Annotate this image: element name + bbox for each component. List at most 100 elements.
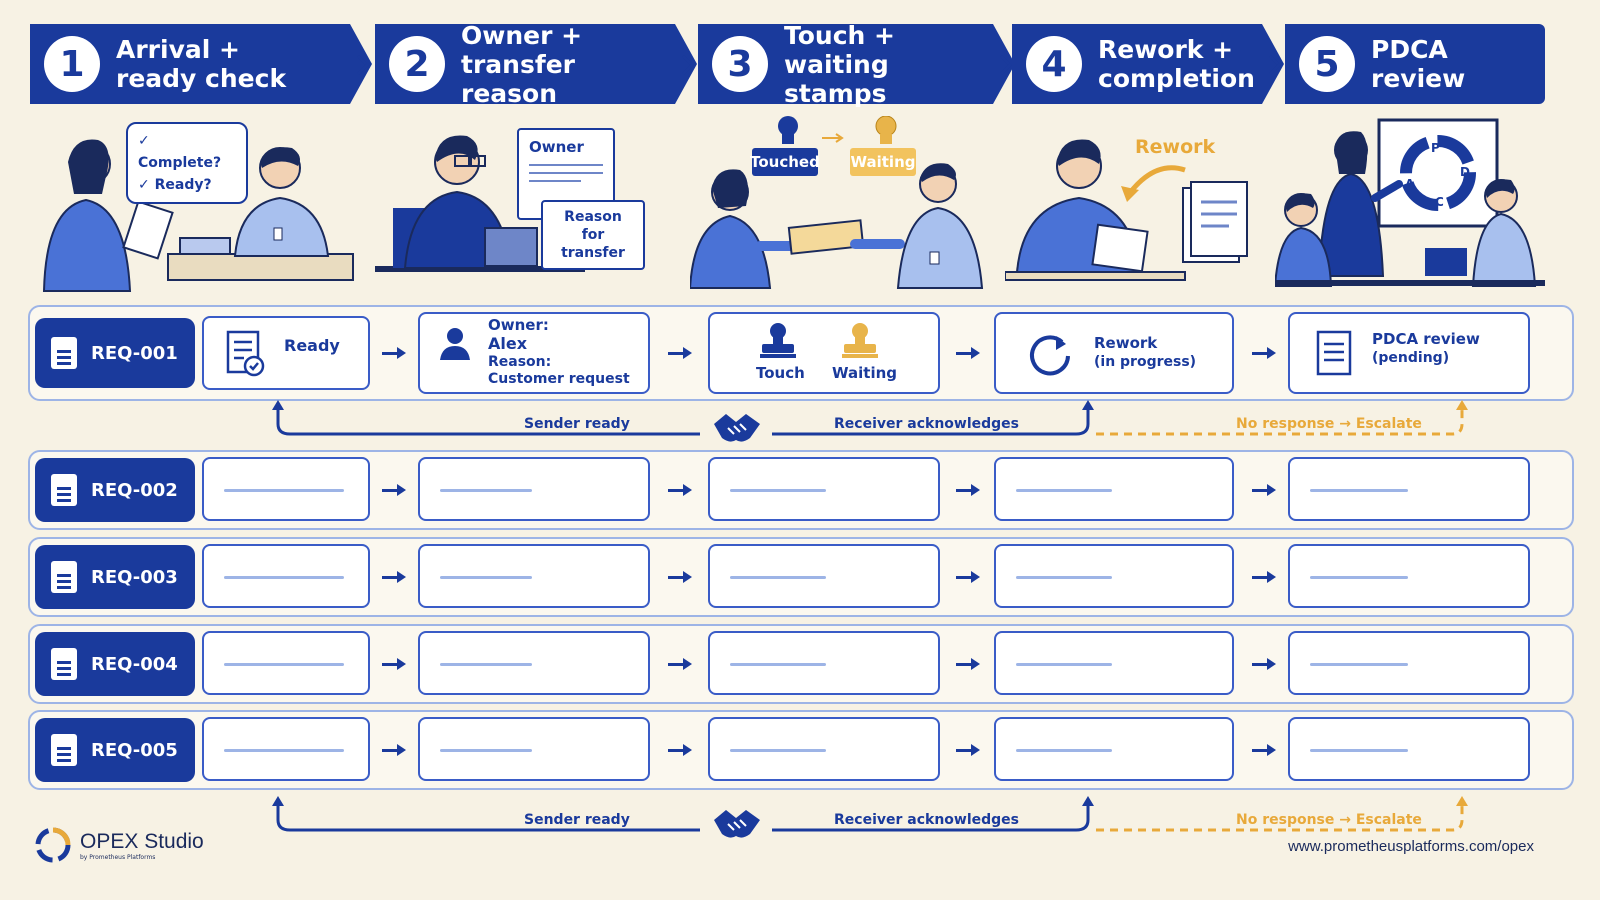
- placeholder-line: [440, 749, 532, 752]
- handshake-icon: [714, 414, 760, 442]
- placeholder-line: [730, 576, 826, 579]
- waiting-label: Waiting: [832, 364, 898, 382]
- illustration-rework: Rework: [1004, 116, 1265, 296]
- cell-rework[interactable]: Rework (in progress): [994, 312, 1234, 394]
- illustration-arrival: ✓ Complete? ✓ Ready?: [30, 116, 360, 296]
- req-badge-004[interactable]: REQ-004: [35, 632, 195, 696]
- rework-status-line1: Rework: [1094, 334, 1158, 352]
- document-icon: [51, 337, 77, 369]
- ready-check-bubble: ✓ Complete? ✓ Ready?: [126, 122, 248, 204]
- pdca-status-line1: PDCA review: [1372, 330, 1480, 348]
- footer-url[interactable]: www.prometheusplatforms.com/opex: [1288, 838, 1534, 855]
- escalate-label: No response → Escalate: [1236, 416, 1422, 432]
- flow-arrow: [668, 742, 692, 758]
- brand-name: OPEX Studio: [80, 829, 204, 853]
- empty-cell[interactable]: [202, 544, 370, 608]
- step-title: Arrival + ready check: [116, 35, 287, 93]
- empty-cell[interactable]: [708, 457, 940, 521]
- empty-cell[interactable]: [418, 544, 650, 608]
- cell-pdca[interactable]: PDCA review (pending): [1288, 312, 1530, 394]
- placeholder-line: [1310, 576, 1408, 579]
- placeholder-line: [1310, 749, 1408, 752]
- document-icon: [51, 561, 77, 593]
- pdca-status-line2: (pending): [1372, 350, 1450, 366]
- step-2-header: 2 Owner + transfer reason: [375, 21, 697, 108]
- placeholder-line: [440, 576, 532, 579]
- empty-cell[interactable]: [994, 544, 1234, 608]
- touch-label: Touch: [756, 364, 805, 382]
- cell-stamps[interactable]: Touch Waiting: [708, 312, 940, 394]
- cell-owner[interactable]: Owner: Alex Reason: Customer request: [418, 312, 650, 394]
- pdca-d: D: [1460, 165, 1470, 179]
- empty-cell[interactable]: [418, 457, 650, 521]
- placeholder-line: [440, 663, 532, 666]
- empty-cell[interactable]: [418, 717, 650, 781]
- empty-cell[interactable]: [1288, 631, 1530, 695]
- placeholder-line: [224, 663, 344, 666]
- placeholder-line: [440, 489, 532, 492]
- step-title: Owner + transfer reason: [461, 20, 583, 108]
- req-badge-001[interactable]: REQ-001: [35, 318, 195, 388]
- flow-arrow: [382, 742, 406, 758]
- flow-arrow: [1252, 345, 1276, 361]
- owner-name: Alex: [488, 334, 528, 353]
- illustration-pdca: P D C A: [1273, 116, 1545, 296]
- empty-cell[interactable]: [418, 631, 650, 695]
- flow-arrow: [668, 656, 692, 672]
- flow-arrow: [956, 345, 980, 361]
- empty-cell[interactable]: [1288, 544, 1530, 608]
- logo-ring-icon: [35, 827, 71, 863]
- empty-cell[interactable]: [708, 631, 940, 695]
- step-title: PDCA review: [1371, 35, 1466, 93]
- placeholder-line: [1016, 489, 1112, 492]
- flow-arrow: [956, 656, 980, 672]
- placeholder-line: [1016, 663, 1112, 666]
- step-number: 3: [712, 36, 768, 92]
- empty-cell[interactable]: [994, 457, 1234, 521]
- placeholder-line: [1310, 489, 1408, 492]
- cell-ready[interactable]: Ready: [202, 316, 370, 390]
- step-title: Rework + completion: [1098, 35, 1255, 93]
- empty-cell[interactable]: [708, 544, 940, 608]
- stamp-touched: Touched: [750, 148, 820, 176]
- rework-status-line2: (in progress): [1094, 354, 1197, 370]
- flow-arrow: [1252, 742, 1276, 758]
- step-title: Touch + waiting stamps: [784, 20, 895, 108]
- stamp-waiting: Waiting: [850, 148, 916, 176]
- step-1-header: 1 Arrival + ready check: [30, 24, 372, 104]
- empty-cell[interactable]: [994, 717, 1234, 781]
- placeholder-line: [1310, 663, 1408, 666]
- flow-arrow: [668, 482, 692, 498]
- empty-cell[interactable]: [202, 717, 370, 781]
- placeholder-line: [1016, 576, 1112, 579]
- user-icon: [440, 328, 470, 360]
- owner-label: Owner:: [488, 316, 549, 334]
- empty-cell[interactable]: [708, 717, 940, 781]
- illustration-owner: Owner Reason for transfer: [375, 116, 675, 296]
- checklist-icon: [226, 330, 265, 377]
- req-badge-005[interactable]: REQ-005: [35, 718, 195, 782]
- empty-cell[interactable]: [202, 457, 370, 521]
- flow-arrow: [956, 742, 980, 758]
- empty-cell[interactable]: [1288, 457, 1530, 521]
- empty-cell[interactable]: [202, 631, 370, 695]
- receiver-ack-label: Receiver acknowledges: [834, 416, 1020, 432]
- empty-cell[interactable]: [994, 631, 1234, 695]
- step-number: 5: [1299, 36, 1355, 92]
- step-5-header: 5 PDCA review: [1285, 24, 1545, 104]
- opex-studio-logo[interactable]: OPEX Studio by Prometheus Platforms: [34, 826, 204, 864]
- sender-ready-label: Sender ready: [524, 812, 630, 828]
- placeholder-line: [1016, 749, 1112, 752]
- document-icon: [51, 648, 77, 680]
- flow-arrow: [382, 345, 406, 361]
- flow-arrow: [1252, 656, 1276, 672]
- handoff-loop-top: [272, 400, 1468, 442]
- handshake-icon: [714, 810, 760, 838]
- placeholder-line: [730, 489, 826, 492]
- reason-label: Reason:: [488, 354, 552, 370]
- placeholder-line: [224, 749, 344, 752]
- req-badge-002[interactable]: REQ-002: [35, 458, 195, 522]
- empty-cell[interactable]: [1288, 717, 1530, 781]
- req-badge-003[interactable]: REQ-003: [35, 545, 195, 609]
- document-icon: [51, 734, 77, 766]
